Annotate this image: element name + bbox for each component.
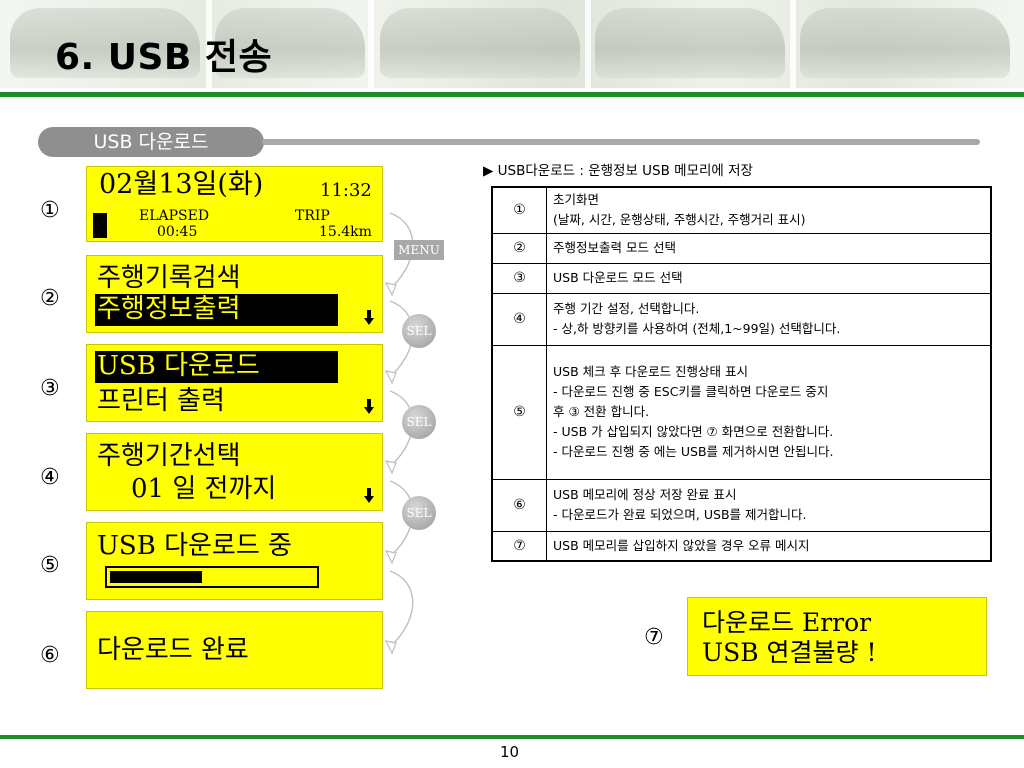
step-number-cell: ③ (491, 262, 547, 294)
screen-number-3: ③ (40, 376, 60, 401)
screen-number-5: ⑤ (40, 553, 60, 578)
bottom-divider (0, 735, 1024, 739)
step-description-cell: USB 다운로드 모드 선택 (546, 262, 992, 294)
banner-divider (206, 0, 212, 88)
step-description-cell: USB 체크 후 다운로드 진행상태 표시 - 다운로드 진행 중 ESC키를 클… (546, 344, 992, 480)
table-row: ⑤ USB 체크 후 다운로드 진행상태 표시 - 다운로드 진행 중 ESC키를 … (491, 344, 992, 480)
step-description-cell: 주행 기간 설정, 선택합니다. - 상,하 방향키를 사용하여 (전체,1~99… (546, 292, 992, 346)
lcd-option-printer: 프린터 출력 (97, 386, 225, 416)
lcd-menu-item-2-selected: 주행정보출력 (95, 294, 338, 326)
banner-car-image (595, 8, 785, 78)
step-description-cell: USB 메모리를 삽입하지 않았을 경우 오류 메시지 (546, 530, 992, 562)
section-label: USB 다운로드 (38, 127, 264, 157)
lcd-time: 11:32 (320, 180, 372, 201)
page-number: 10 (500, 743, 520, 761)
screen-number-1: ① (40, 198, 60, 223)
step-description-line: - 다운로드가 완료 되었으며, USB를 제거합니다. (553, 507, 807, 522)
lcd-error-line-1: 다운로드 Error (702, 608, 872, 637)
lcd-error-line-2: USB 연결불량 ! (702, 638, 877, 667)
lcd-screen-complete: 다운로드 완료 (86, 611, 383, 689)
lcd-date: 02월13일(화) (99, 169, 264, 200)
lcd-menu-item-1: 주행기록검색 (97, 263, 241, 293)
lcd-elapsed-label: ELAPSED (139, 208, 210, 224)
lcd-screen-downloading: USB 다운로드 중 (86, 522, 383, 600)
table-row: ② 주행정보출력 모드 선택 (491, 232, 992, 264)
sel-key-label-2: SEL (402, 405, 436, 439)
lcd-period-title: 주행기간선택 (97, 441, 241, 471)
down-arrow-icon (364, 310, 374, 326)
screen-number-4: ④ (40, 465, 60, 490)
step-description-cell: 초기화면 (날짜, 시간, 운행상태, 주행시간, 주행거리 표시) (546, 186, 992, 234)
table-row: ① 초기화면 (날짜, 시간, 운행상태, 주행시간, 주행거리 표시) (491, 186, 992, 234)
lcd-period-value: 01 일 전까지 (131, 474, 277, 504)
sel-key-label-3: SEL (402, 496, 436, 530)
lcd-screen-error: 다운로드 Error USB 연결불량 ! (687, 597, 987, 676)
lcd-trip-label: TRIP (295, 208, 330, 224)
screen-number-6: ⑥ (40, 643, 60, 668)
step-description-line: USB 메모리에 정상 저장 완료 표시 (553, 487, 737, 502)
sel-key-label-1: SEL (402, 314, 436, 348)
lcd-screen-output-mode: USB 다운로드 프린터 출력 (86, 344, 383, 422)
header-banner (0, 0, 1024, 88)
step-description-line: 초기화면 (553, 192, 600, 208)
lcd-elapsed-value: 00:45 (157, 224, 198, 240)
step-description-line: (날짜, 시간, 운행상태, 주행시간, 주행거리 표시) (553, 212, 806, 228)
down-arrow-icon (364, 488, 374, 504)
lcd-complete-text: 다운로드 완료 (97, 635, 249, 665)
down-arrow-icon (364, 399, 374, 415)
screen-number-2: ② (40, 286, 60, 311)
table-row: ⑥ USB 메모리에 정상 저장 완료 표시 - 다운로드가 완료 되었으며, US… (491, 478, 992, 532)
step-description-line: - USB 가 삽입되지 않았다면 ⑦ 화면으로 전환합니다. (553, 424, 834, 439)
lcd-screen-initial: 02월13일(화) 11:32 ELAPSED 00:45 TRIP 15.4k… (86, 166, 383, 242)
step-description-line: - 상,하 방향키를 사용하여 (전체,1~99일) 선택합니다. (553, 321, 841, 336)
step-description-line: 주행 기간 설정, 선택합니다. (553, 301, 700, 316)
lcd-trip-value: 15.4km (319, 224, 372, 240)
download-progress-fill (110, 571, 202, 583)
section-rule (262, 139, 980, 145)
banner-car-image (215, 8, 365, 78)
banner-car-image (800, 8, 1010, 78)
banner-divider (790, 0, 796, 88)
download-progress-bar (105, 566, 319, 588)
banner-divider (368, 0, 374, 88)
step-description-line: USB 다운로드 모드 선택 (553, 270, 683, 285)
banner-car-image (10, 8, 200, 78)
table-row: ⑦ USB 메모리를 삽입하지 않았을 경우 오류 메시지 (491, 530, 992, 562)
step-number-cell: ⑦ (491, 530, 547, 562)
step-description-line: 후 ③ 전환 합니다. (553, 404, 650, 419)
step-description-line: - 다운로드 진행 중 ESC키를 클릭하면 다운로드 중지 (553, 384, 829, 399)
lcd-option-usb-selected: USB 다운로드 (95, 351, 338, 383)
banner-divider (585, 0, 591, 88)
lcd-cursor-block (93, 213, 107, 238)
lcd-downloading-text: USB 다운로드 중 (97, 531, 292, 561)
top-divider (0, 92, 1024, 97)
step-number-cell: ② (491, 232, 547, 264)
step-description-cell: USB 메모리에 정상 저장 완료 표시 - 다운로드가 완료 되었으며, USB… (546, 478, 992, 532)
step-description-line: USB 체크 후 다운로드 진행상태 표시 (553, 364, 749, 379)
table-caption: ▶ USB다운로드 : 운행정보 USB 메모리에 저장 (483, 163, 753, 179)
lcd-screen-period: 주행기간선택 01 일 전까지 (86, 433, 383, 511)
table-row: ④ 주행 기간 설정, 선택합니다. - 상,하 방향키를 사용하여 (전체,1~9… (491, 292, 992, 346)
step-description-line: - 다운로드 진행 중 에는 USB를 제거하시면 안됩니다. (553, 444, 834, 459)
step-number-cell: ① (491, 186, 547, 234)
screen-number-7: ⑦ (644, 625, 664, 650)
lcd-screen-menu: 주행기록검색 주행정보출력 (86, 255, 383, 333)
flow-arrow-5 (389, 570, 414, 646)
step-description-cell: 주행정보출력 모드 선택 (546, 232, 992, 264)
step-number-cell: ④ (491, 292, 547, 346)
step-description-table: ① 초기화면 (날짜, 시간, 운행상태, 주행시간, 주행거리 표시) ② 주행정보출… (491, 186, 992, 562)
slide-title: 6. USB 전송 (55, 37, 273, 78)
banner-car-image (380, 8, 580, 78)
flow-arrows (384, 212, 414, 655)
step-number-cell: ⑥ (491, 478, 547, 532)
step-description-line: USB 메모리를 삽입하지 않았을 경우 오류 메시지 (553, 537, 810, 553)
step-number-cell: ⑤ (491, 344, 547, 480)
step-description-line: 주행정보출력 모드 선택 (553, 240, 676, 255)
table-row: ③ USB 다운로드 모드 선택 (491, 262, 992, 294)
menu-key-label: MENU (394, 240, 444, 260)
